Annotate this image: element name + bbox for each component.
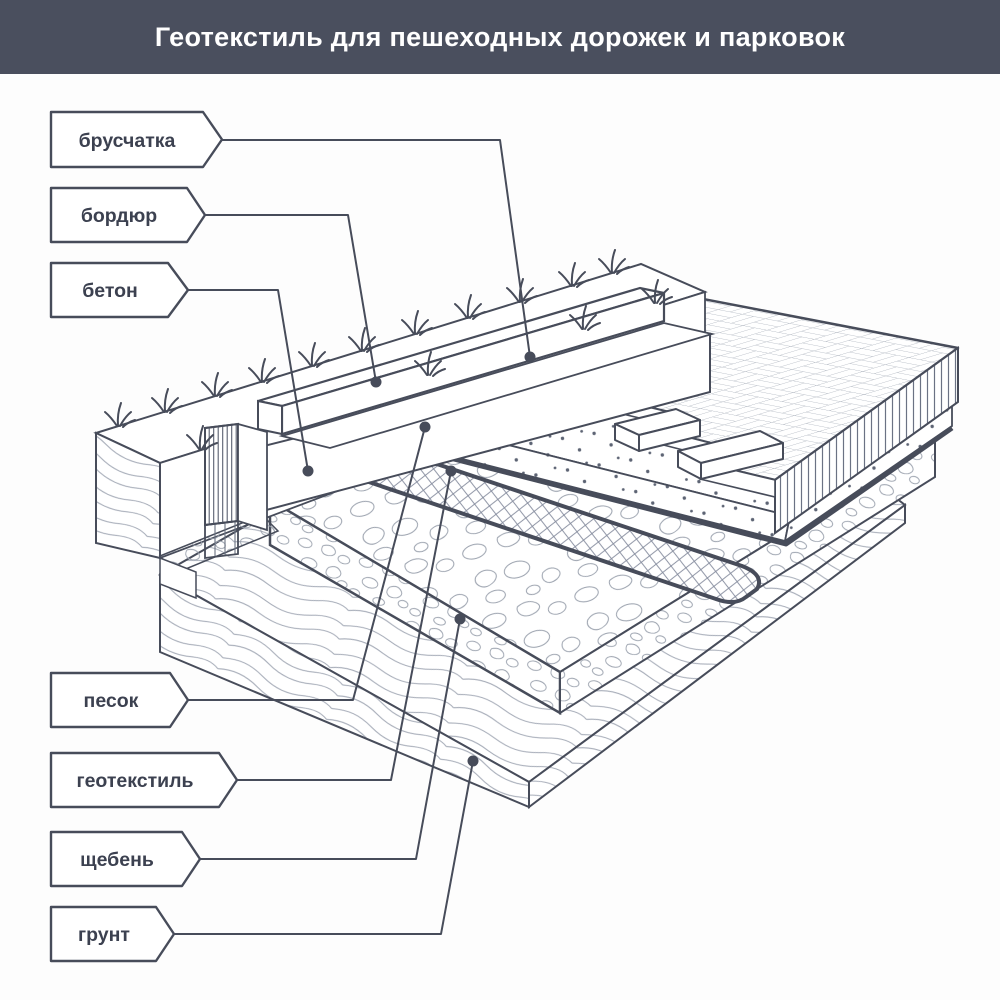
header-bar: Геотекстиль для пешеходных дорожек и пар…	[0, 0, 1000, 74]
callout-geotekstil: геотекстиль	[49, 751, 239, 809]
callout-label: щебень	[80, 849, 154, 871]
callout-bordyur: бордюр	[49, 186, 207, 244]
page-title: Геотекстиль для пешеходных дорожек и пар…	[154, 21, 846, 52]
callout-label: бетон	[82, 280, 138, 302]
callout-labels: брусчатка бордюр бетон песок геотекстиль…	[49, 110, 239, 963]
callout-label: грунт	[78, 924, 130, 946]
concrete-shelf-top	[278, 322, 716, 449]
leader-dot	[419, 421, 431, 433]
leader-bruschatka	[222, 139, 531, 358]
leader-bordyur	[205, 214, 377, 383]
leader-dot	[524, 351, 536, 363]
callout-label: брусчатка	[79, 130, 176, 152]
leader-lines	[174, 139, 531, 935]
callout-grunt: грунт	[49, 905, 176, 963]
callout-label: бордюр	[81, 205, 157, 227]
leader-beton	[188, 289, 309, 472]
leader-geotekstil	[237, 470, 452, 781]
leader-dot	[454, 613, 466, 625]
callout-beton: бетон	[49, 261, 190, 319]
callout-bruschatka: брусчатка	[49, 110, 224, 169]
callout-pesok: песок	[49, 671, 190, 729]
leader-dot	[302, 465, 314, 477]
callout-scheben: щебень	[49, 830, 202, 888]
leader-pesok	[188, 426, 426, 701]
concrete-cross-section	[204, 519, 239, 560]
berm-curb-concrete	[93, 262, 716, 600]
leader-dot	[467, 755, 479, 767]
leader-dot	[370, 376, 382, 388]
leader-grunt	[174, 760, 474, 935]
callout-label: песок	[84, 690, 139, 712]
leader-dot	[445, 465, 457, 477]
leader-dots	[302, 351, 536, 767]
callout-label: геотекстиль	[76, 770, 193, 792]
leader-scheben	[200, 618, 461, 860]
